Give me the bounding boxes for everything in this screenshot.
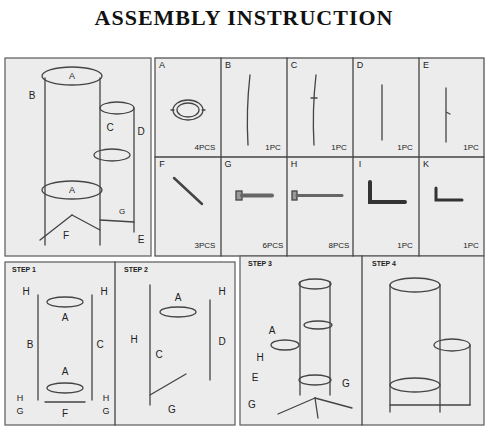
part-letter: H <box>100 287 107 297</box>
part-letter: B <box>29 91 36 101</box>
part-letter: H <box>17 394 24 403</box>
quantity: 8PCS <box>329 242 350 250</box>
quantity: 1PC <box>463 144 479 152</box>
quantity: 1PC <box>397 144 413 152</box>
part-letter: A <box>69 72 75 81</box>
quantity: 3PCS <box>195 242 216 250</box>
part-letter: D <box>137 127 144 137</box>
part-letter: E <box>252 373 259 383</box>
part-letter: C <box>96 340 103 350</box>
part-letter: C <box>106 123 113 133</box>
part-letter: H <box>103 394 110 403</box>
part-letter: K <box>423 160 429 169</box>
part-letter: A <box>269 326 276 336</box>
part-letter: H <box>256 353 263 363</box>
part-letter: D <box>357 61 364 70</box>
step-heading: STEP 1 <box>12 266 36 273</box>
part-letter: D <box>218 337 225 347</box>
part-letter: G <box>16 407 23 416</box>
part-letter: G <box>342 379 350 389</box>
quantity: 1PC <box>265 144 281 152</box>
quantity: 1PC <box>463 242 479 250</box>
part-letter: A <box>69 186 75 195</box>
part-letter: A <box>62 313 69 323</box>
part-letter: H <box>130 335 137 345</box>
quantity: 6PCS <box>263 242 284 250</box>
step-heading: STEP 4 <box>372 260 396 267</box>
part-letter: H <box>291 160 298 169</box>
part-letter: H <box>218 287 225 297</box>
part-letter: H <box>22 287 29 297</box>
part-letter: G <box>168 405 176 415</box>
part-letter: B <box>225 61 231 70</box>
part-letter: F <box>62 409 68 419</box>
part-letter: B <box>27 340 34 350</box>
part-letter: G <box>224 160 231 169</box>
part-letter: C <box>155 350 162 360</box>
part-letter: E <box>138 235 145 245</box>
quantity: 1PC <box>331 144 347 152</box>
quantity: 4PCS <box>195 144 216 152</box>
part-letter: A <box>175 293 182 303</box>
part-letter: C <box>291 61 298 70</box>
step-heading: STEP 3 <box>248 260 272 267</box>
part-letter: A <box>62 367 69 377</box>
part-letter: G <box>119 208 125 216</box>
step-heading: STEP 2 <box>124 266 148 273</box>
quantity: 1PC <box>397 242 413 250</box>
part-letter: E <box>423 61 429 70</box>
part-letter: G <box>102 407 109 416</box>
title: ASSEMBLY INSTRUCTION <box>95 7 394 29</box>
part-letter: F <box>159 160 165 169</box>
part-letter: F <box>63 231 69 241</box>
part-letter: I <box>359 160 362 169</box>
part-letter: A <box>159 61 165 70</box>
part-letter: G <box>248 400 256 410</box>
